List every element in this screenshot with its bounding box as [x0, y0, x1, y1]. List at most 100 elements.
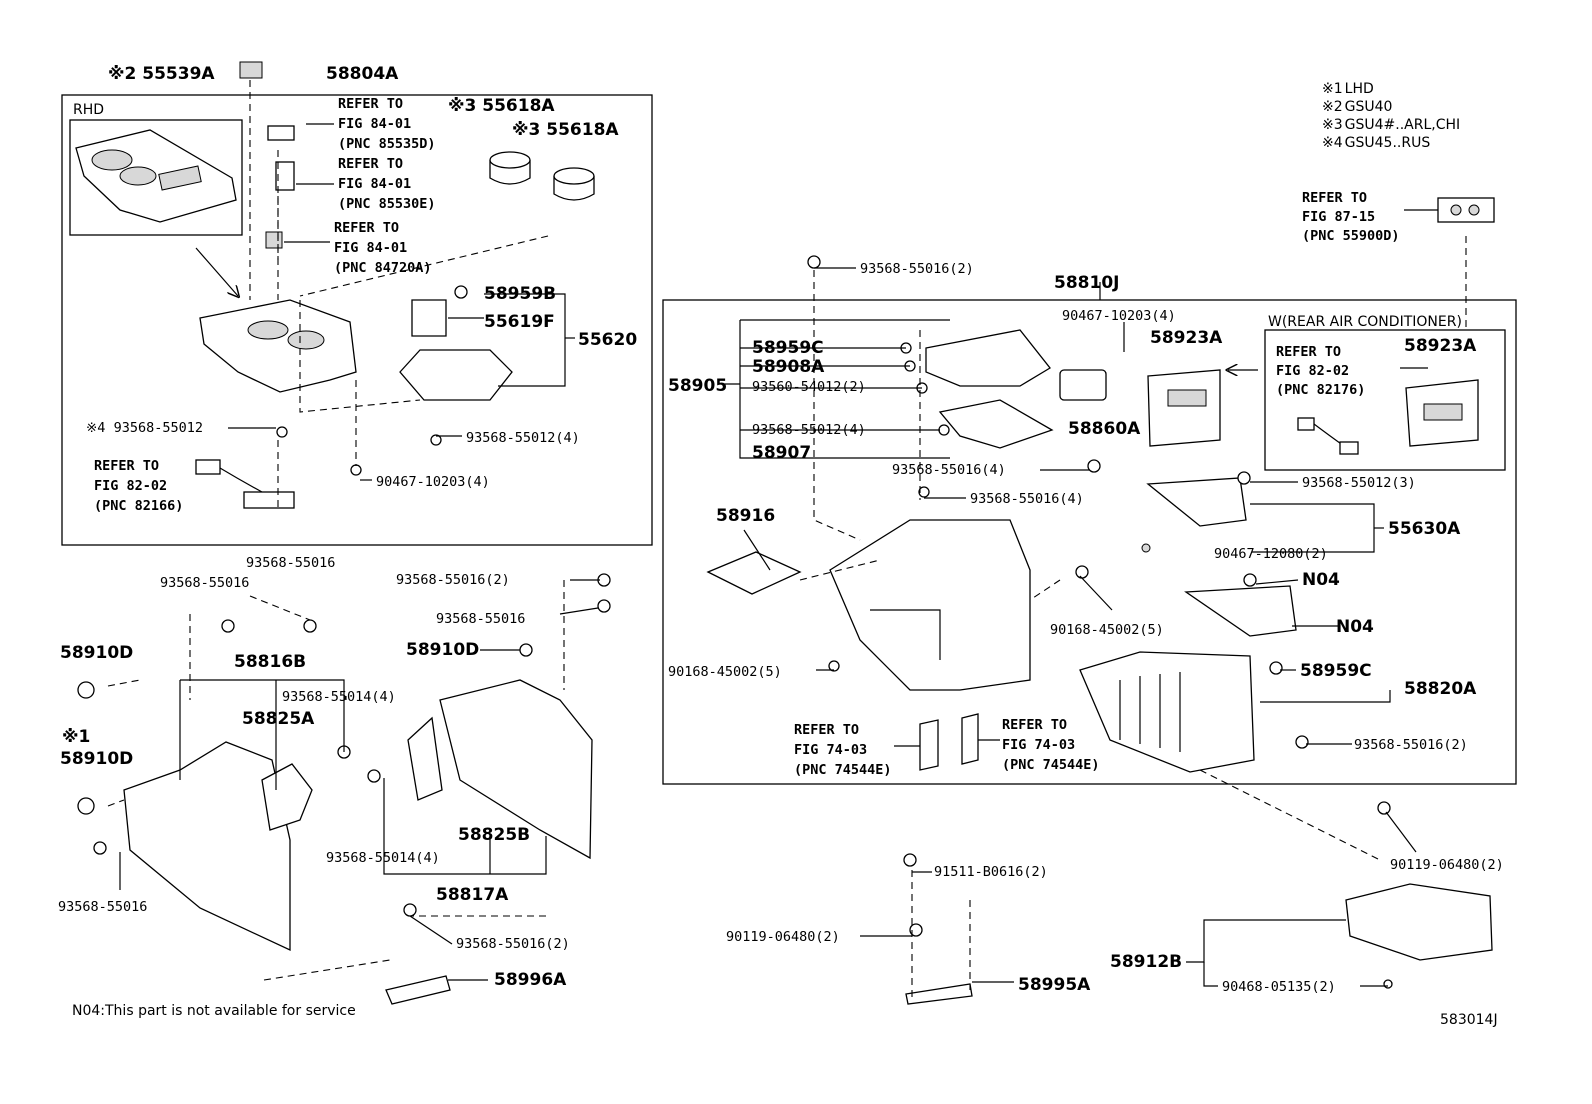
label-93568-55016-c[interactable]: 93568-55016	[436, 611, 525, 627]
label-90168-45002-a[interactable]: 90168-45002(5)	[1050, 622, 1164, 638]
plate-58996a-drawing	[385, 975, 451, 1005]
label-90119-06480-a[interactable]: 90119-06480(2)	[726, 929, 840, 945]
label-93568-55016-d[interactable]: 93568-55016	[58, 899, 147, 915]
label-58817a[interactable]: 58817A	[436, 885, 509, 905]
label-58816b[interactable]: 58816B	[234, 652, 306, 672]
rear-air-inset-box	[1264, 329, 1506, 471]
leader-lines	[119, 123, 1438, 987]
side-panel-58825a-drawing	[261, 763, 313, 831]
refer-85535d[interactable]: REFER TO FIG 84-01 (PNC 85535D)	[338, 96, 436, 152]
svg-text:REFER TO: REFER TO	[338, 156, 403, 172]
label-93568-55016-4b[interactable]: 93568-55016(4)	[970, 491, 1084, 507]
label-93568-55016-2d[interactable]: 93568-55016(2)	[456, 936, 570, 952]
svg-text:FIG 84-01: FIG 84-01	[334, 240, 407, 256]
label-93568-55016-4a[interactable]: 93568-55016(4)	[892, 462, 1006, 478]
label-58959c-1[interactable]: 58959C	[752, 338, 824, 358]
svg-text:(PNC 82166): (PNC 82166)	[94, 498, 183, 514]
label-58908a[interactable]: 58908A	[752, 357, 825, 377]
refer-84720a[interactable]: REFER TO FIG 84-01 (PNC 84720A)	[334, 220, 432, 276]
label-58910d-2[interactable]: 58910D	[406, 640, 479, 660]
rear-trim-58912b-drawing	[1345, 883, 1493, 961]
refer-55900d[interactable]: REFER TO FIG 87-15 (PNC 55900D)	[1302, 190, 1400, 244]
svg-text:FIG 87-15: FIG 87-15	[1302, 209, 1375, 225]
label-58907[interactable]: 58907	[752, 443, 811, 463]
refer-74544e-1[interactable]: REFER TO FIG 74-03 (PNC 74544E)	[794, 722, 892, 778]
label-58916[interactable]: 58916	[716, 506, 775, 526]
side-panel-58825b-drawing	[407, 716, 443, 801]
svg-text:REFER TO: REFER TO	[1302, 190, 1367, 206]
label-90467-10203-4a[interactable]: 90467-10203(4)	[376, 474, 490, 490]
label-93568-55012-4a[interactable]: 93568-55012(4)	[466, 430, 580, 446]
label-90467-10203-4b[interactable]: 90467-10203(4)	[1062, 308, 1176, 324]
label-n04-1[interactable]: N04	[1302, 570, 1340, 590]
rear-air-label: W(REAR AIR CONDITIONER)	[1268, 314, 1462, 330]
label-58910d-3-mark: ※1	[62, 727, 90, 747]
switch-55539a-drawing	[239, 61, 263, 79]
label-55619f[interactable]: 55619F	[484, 312, 555, 332]
upper-left-group-box	[61, 94, 653, 546]
panel-58923a-drawing	[1147, 369, 1221, 447]
label-93568-55016-a[interactable]: 93568-55016	[246, 555, 335, 571]
label-90468-05135[interactable]: 90468-05135(2)	[1222, 979, 1336, 995]
trim-74544e-drawing	[919, 713, 979, 771]
label-93568-55014-4a[interactable]: 93568-55014(4)	[282, 689, 396, 705]
label-93568-55016-2b[interactable]: 93568-55016(2)	[1354, 737, 1468, 753]
rear-box-58820a-drawing	[1079, 651, 1255, 773]
label-55539a[interactable]: ※2 55539A	[108, 64, 215, 84]
console-box-58810j-drawing	[829, 519, 1031, 691]
label-91511-b0616[interactable]: 91511-B0616(2)	[934, 864, 1048, 880]
label-58860a[interactable]: 58860A	[1068, 419, 1141, 439]
label-55618a-2[interactable]: ※3 55618A	[512, 120, 619, 140]
label-93568-55014-4b[interactable]: 93568-55014(4)	[326, 850, 440, 866]
label-58959b[interactable]: 58959B	[484, 284, 556, 304]
label-90168-45002-b[interactable]: 90168-45002(5)	[668, 664, 782, 680]
label-58910d-3[interactable]: ※1 58910D	[60, 727, 133, 769]
label-93568-55012-4b[interactable]: 93568-55012(4)	[752, 422, 866, 438]
plate-58995a-drawing	[905, 983, 973, 1005]
label-58912b[interactable]: 58912B	[1110, 952, 1182, 972]
label-93568-55016-2a[interactable]: 93568-55016(2)	[860, 261, 974, 277]
label-58995a[interactable]: 58995A	[1018, 975, 1091, 995]
socket-85535d-drawing	[267, 125, 295, 141]
console-panel-drawing	[199, 299, 357, 393]
refer-82176[interactable]: REFER TO FIG 82-02 (PNC 82176)	[1276, 344, 1365, 398]
label-93568-55016-b[interactable]: 93568-55016	[160, 575, 249, 591]
label-58996a[interactable]: 58996A	[494, 970, 567, 990]
label-93560-54012[interactable]: 93560-54012(2)	[752, 379, 866, 395]
label-90467-12080[interactable]: 90467-12080(2)	[1214, 546, 1328, 562]
label-55618a-1[interactable]: ※3 55618A	[448, 96, 555, 116]
label-n04-2[interactable]: N04	[1336, 617, 1374, 637]
refer-85530e[interactable]: REFER TO FIG 84-01 (PNC 85530E)	[338, 156, 436, 212]
label-90119-06480-b[interactable]: 90119-06480(2)	[1390, 857, 1504, 873]
label-93568-55016-2c[interactable]: 93568-55016(2)	[396, 572, 510, 588]
svg-text:(PNC 74544E): (PNC 74544E)	[794, 762, 892, 778]
console-box-group	[662, 299, 1517, 785]
label-55620[interactable]: 55620	[578, 330, 637, 350]
label-58959c-2[interactable]: 58959C	[1300, 661, 1372, 681]
label-58910d-1[interactable]: 58910D	[60, 643, 133, 663]
label-58825b[interactable]: 58825B	[458, 825, 530, 845]
label-58825a[interactable]: 58825A	[242, 709, 315, 729]
svg-text:FIG 82-02: FIG 82-02	[94, 478, 167, 494]
label-58923a-2[interactable]: 58923A	[1404, 336, 1477, 356]
label-58905[interactable]: 58905	[668, 376, 727, 396]
rhd-inset-box	[69, 119, 243, 236]
label-93568-55012-s4[interactable]: ※4 93568-55012	[86, 420, 203, 436]
svg-text:REFER TO: REFER TO	[794, 722, 859, 738]
part-labels: ※2 55539A 58804A ※3 55618A ※3 55618A 589…	[58, 64, 1504, 995]
refer-82166[interactable]: REFER TO FIG 82-02 (PNC 82166)	[94, 458, 183, 514]
label-93568-55012-3[interactable]: 93568-55012(3)	[1302, 475, 1416, 491]
label-58804a[interactable]: 58804A	[326, 64, 399, 84]
svg-text:REFER TO: REFER TO	[1002, 717, 1067, 733]
cup-holder-drawing-1	[489, 151, 531, 185]
label-58820a[interactable]: 58820A	[1404, 679, 1477, 699]
switch-84720a-drawing	[265, 231, 283, 249]
label-55630a[interactable]: 55630A	[1388, 519, 1461, 539]
label-58810j[interactable]: 58810J	[1054, 273, 1119, 293]
refer-74544e-2[interactable]: REFER TO FIG 74-03 (PNC 74544E)	[1002, 717, 1100, 773]
label-58923a-1[interactable]: 58923A	[1150, 328, 1223, 348]
